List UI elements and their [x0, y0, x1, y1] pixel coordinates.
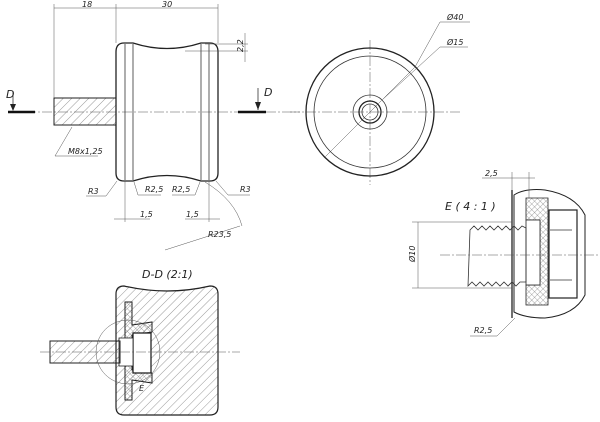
radius-right: R3 — [240, 185, 251, 194]
detail-thread — [467, 225, 527, 288]
section-mark-right: D — [238, 86, 272, 114]
dim-thread-length: 18 — [82, 0, 92, 9]
thread — [53, 97, 117, 126]
radius-inner-right: R2,5 — [172, 185, 190, 194]
detail-mark: E — [139, 384, 145, 393]
section-title: D-D (2:1) — [142, 268, 193, 281]
section-view: D-D (2:1) E — [40, 268, 240, 416]
rubber-insert — [124, 301, 153, 401]
dim-detail-diameter: Ø10 — [407, 246, 417, 263]
side-view: Ø40 Ø15 — [290, 12, 470, 185]
nut — [132, 332, 152, 374]
detail-view: E ( 4 : 1 ) Ø10 2,5 R2,5 — [407, 169, 600, 337]
radius-left: R3 — [88, 187, 99, 196]
dim-groove-depth: 2,2 — [236, 39, 245, 52]
svg-text:D: D — [264, 86, 272, 99]
body-outline — [115, 42, 219, 182]
radius-profile: R23,5 — [208, 230, 231, 239]
dim-outer-diameter: Ø40 — [446, 12, 463, 22]
front-view: 18 30 2,2 M8x1,25 R3 R2,5 R2,5 R3 1,5 1,… — [6, 0, 300, 251]
detail-title: E ( 4 : 1 ) — [445, 200, 496, 213]
dim-chamfer-left: 1,5 — [140, 210, 153, 219]
section-mark-left: D — [6, 88, 35, 114]
dim-chamfer-right: 1,5 — [186, 210, 199, 219]
dim-body-length: 30 — [162, 0, 172, 9]
thread-label: M8x1,25 — [68, 147, 103, 156]
radius-inner-left: R2,5 — [145, 185, 163, 194]
dim-detail-width: 2,5 — [485, 169, 498, 178]
svg-text:D: D — [6, 88, 14, 101]
dim-inner-diameter: Ø15 — [446, 37, 463, 47]
detail-radius: R2,5 — [474, 326, 492, 335]
